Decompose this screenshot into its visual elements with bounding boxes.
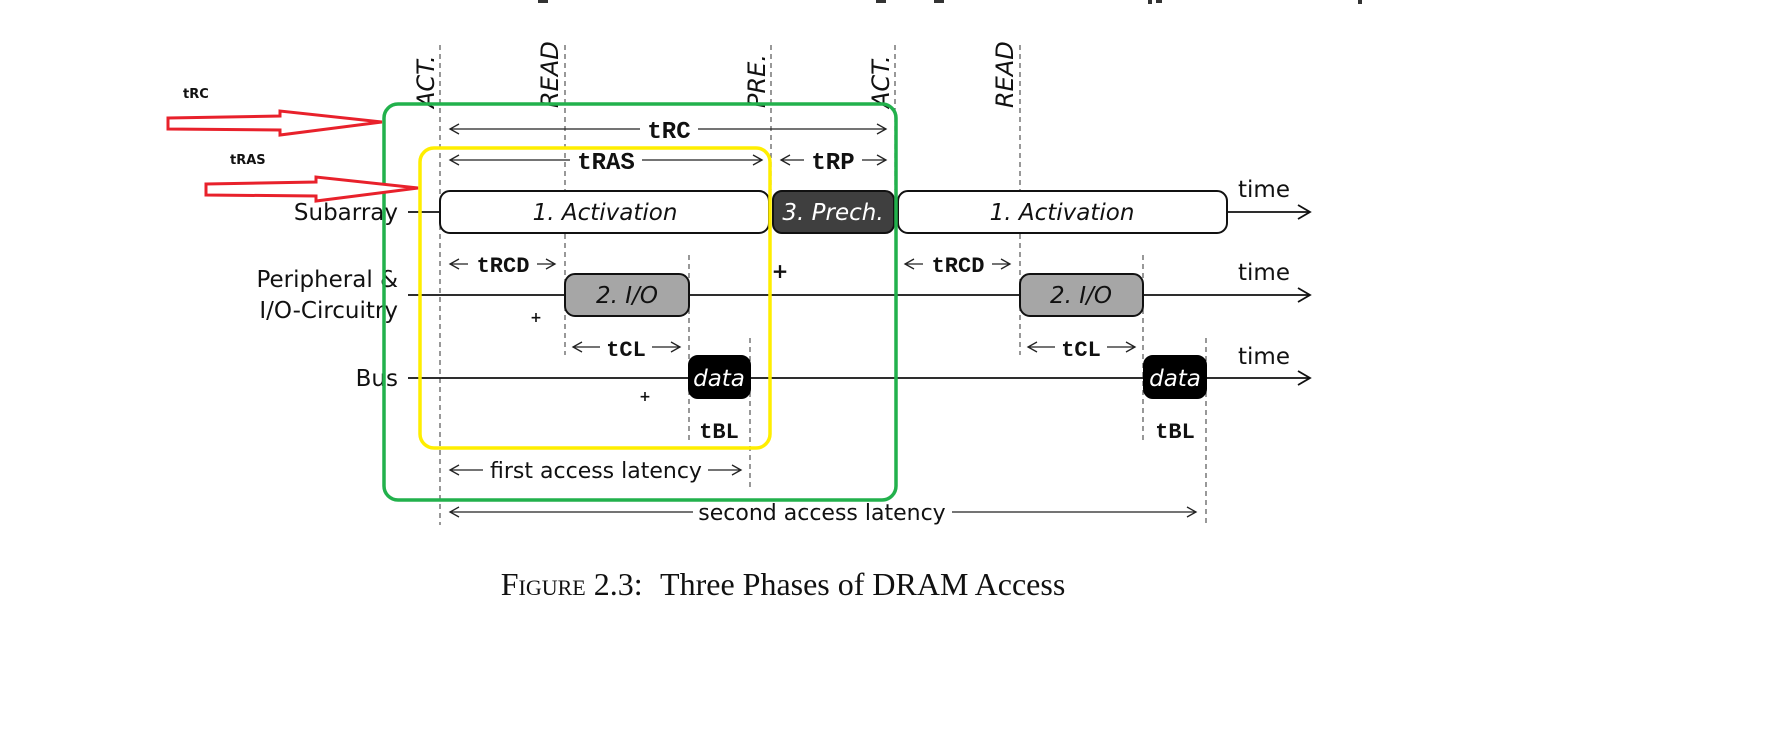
phase-activation-2-label: 1. Activation [990,200,1135,226]
time-label-peripheral: time [1238,260,1290,286]
trc-label: tRC [647,119,690,146]
row-label-peripheral-1: Peripheral & [256,267,398,293]
tras-dimension: tRAS [448,150,764,177]
tcl-1-label: tCL [606,338,646,363]
command-act-1: ACT. [412,55,440,110]
phase-io-2 [1019,273,1144,317]
trp-label: tRP [811,150,854,177]
tras-annotation: tRAS [204,153,419,203]
bus-timeline: data data time tCL tCL tBL tBL [408,338,1312,445]
command-pre: PRE. [743,54,771,108]
trcd-1-label: tRCD [477,254,530,279]
second-access-latency: second access latency [448,501,1198,526]
trp-dimension: tRP [779,150,888,177]
subarray-timeline: 1. Activation 3. Prech. 1. Activation ti… [408,177,1312,234]
trc-annotation-label: tRC [183,87,209,102]
caption-prefix: Figure 2.3: [501,566,643,602]
phase-io-2-label: 2. I/O [1050,283,1112,309]
caption-text: Three Phases of DRAM Access [660,566,1065,602]
phase-io-1 [564,273,690,317]
tras-highlight-box [418,146,772,450]
marker-plus-1: + [530,310,542,326]
trc-annotation: tRC [166,87,383,137]
tbl-2-label: tBL [1155,420,1195,445]
phase-data-2-label: data [1149,366,1201,392]
phase-activation-2 [897,190,1228,234]
row-label-bus: Bus [356,366,398,392]
command-read-1: READ [536,41,564,108]
svg-text:Figure 2.3: Three Phases: Figure 2.3: Three Phases of DRAM Access [501,566,1066,602]
marker-plus-2: + [639,389,651,405]
phase-data-1 [688,355,751,399]
tcl-2-label: tCL [1061,338,1101,363]
tbl-1-label: tBL [699,420,739,445]
phase-activation-1-label: 1. Activation [533,200,678,226]
phase-data-2 [1143,355,1207,399]
row-label-subarray: Subarray [294,200,398,226]
trc-arrow-icon [166,109,383,137]
command-act-2: ACT. [867,55,895,110]
command-read-2: READ [991,41,1019,108]
phase-data-1-label: data [693,366,745,392]
phase-precharge-label: 3. Prech. [782,200,883,226]
trc-dimension: tRC [448,119,888,146]
tras-annotation-label: tRAS [230,153,266,168]
tras-arrow-icon [204,175,419,203]
truncated-heading-fragment [538,0,1362,4]
time-label-bus: time [1238,344,1290,370]
trc-highlight-box [382,102,898,502]
phase-io-1-label: 2. I/O [596,283,658,309]
marker-plus-3: + [772,259,789,283]
tras-label: tRAS [577,150,635,177]
first-access-latency: first access latency [448,459,743,484]
figure-caption: Figure 2.3: Three Phases of DRAM Access [501,566,1066,602]
first-access-latency-label: first access latency [490,459,702,484]
phase-precharge [772,190,895,234]
row-label-peripheral-2: I/O-Circuitry [259,298,398,324]
second-access-latency-label: second access latency [698,501,945,526]
time-label-subarray: time [1238,177,1290,203]
trcd-2-label: tRCD [932,254,985,279]
peripheral-timeline: 2. I/O 2. I/O time tRCD tRCD [408,254,1312,317]
